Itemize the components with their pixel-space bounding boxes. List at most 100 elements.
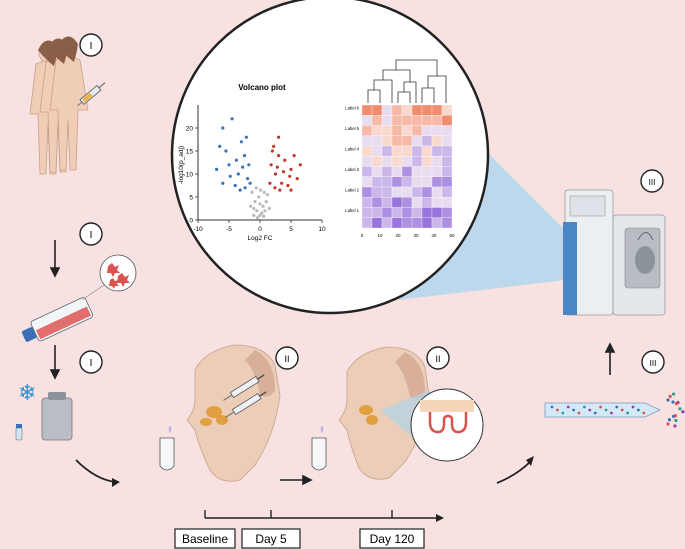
volcano-point <box>239 140 243 144</box>
volcano-point <box>241 165 245 169</box>
heatmap-cell <box>391 176 403 188</box>
heatmap-cell <box>371 166 383 177</box>
step-marker-4: II <box>284 354 289 364</box>
heatmap-cell <box>391 145 403 157</box>
heatmap-row-label: Label 1 <box>345 208 359 213</box>
heatmap-cell <box>401 197 413 208</box>
mass-spectrometer <box>563 189 666 316</box>
volcano-x-tick-label: -10 <box>193 226 203 233</box>
heatmap-cell <box>431 186 443 198</box>
volcano-point <box>264 200 268 204</box>
heatmap-cell <box>371 145 383 157</box>
volcano-y-label: -log10(p_adj) <box>178 146 185 184</box>
volcano-x-label: Log2 FC <box>248 235 273 242</box>
heatmap-cell <box>441 186 453 198</box>
volcano-point <box>236 172 240 176</box>
volcano-point <box>268 181 272 185</box>
volcano-point <box>224 149 228 153</box>
heatmap-cell <box>381 166 393 177</box>
heatmap-cell <box>411 197 423 208</box>
volcano-point <box>283 158 287 162</box>
heatmap-cell <box>421 186 433 198</box>
flow-arrows-left <box>49 240 61 380</box>
heatmap-cell <box>361 176 373 188</box>
volcano-point <box>286 183 290 188</box>
heatmap-cell <box>381 135 393 147</box>
patients-illustration <box>29 36 106 175</box>
volcano-y-tick-label: 0 <box>189 218 193 225</box>
volcano-y-tick-label: 10 <box>186 172 194 179</box>
volcano-point <box>215 167 219 171</box>
volcano-point <box>262 190 266 194</box>
heatmap-cell <box>381 207 393 218</box>
heatmap-cell <box>391 166 403 177</box>
volcano-point <box>281 170 286 174</box>
volcano-point <box>259 188 263 192</box>
heatmap-row-label: Label 5 <box>345 126 359 131</box>
heatmap-cell <box>401 115 413 126</box>
volcano-point <box>250 190 254 194</box>
volcano-point <box>272 144 276 148</box>
heatmap-cell <box>431 115 443 126</box>
lc-column <box>544 392 685 428</box>
heatmap-x-tick-label: 0 <box>361 233 364 238</box>
volcano-point <box>262 214 266 218</box>
heatmap-cell <box>441 197 453 208</box>
heatmap-cell <box>411 207 423 218</box>
heatmap-cell <box>361 197 373 208</box>
heatmap-cell <box>401 186 413 198</box>
step-marker-6: III <box>649 178 656 187</box>
heatmap-cell <box>431 217 443 229</box>
heatmap-cell <box>411 186 423 198</box>
heatmap-cell <box>421 135 433 147</box>
heatmap-cell <box>431 197 443 208</box>
heatmap-cell <box>391 104 403 116</box>
volcano-point <box>230 117 234 121</box>
heatmap-cell <box>421 207 433 218</box>
volcano-point <box>273 172 278 176</box>
heatmap-cell <box>431 145 443 157</box>
volcano-point <box>254 186 258 190</box>
heatmap-cell <box>421 145 433 157</box>
heatmap-cell <box>431 176 443 188</box>
heatmap-cell <box>361 156 373 167</box>
heatmap-cell <box>431 166 443 177</box>
heatmap-cell <box>391 197 403 208</box>
heatmap-cell <box>361 135 373 147</box>
heatmap-cell <box>401 135 413 147</box>
heatmap-cell <box>411 166 423 177</box>
heatmap-cell <box>361 115 373 126</box>
heatmap-cell <box>391 135 403 147</box>
heatmap-cell <box>401 217 413 229</box>
volcano-point <box>242 154 247 158</box>
volcano-point <box>269 163 273 167</box>
timeline-label-day5: Day 5 <box>255 532 287 546</box>
volcano-point <box>243 186 247 190</box>
heatmap-cell <box>441 217 453 229</box>
heatmap-cell <box>371 176 383 188</box>
heatmap-cell <box>411 156 423 167</box>
heatmap-cell <box>421 217 433 229</box>
heatmap-cell <box>391 186 403 198</box>
volcano-point <box>292 154 296 158</box>
step-marker-5: II <box>435 354 440 364</box>
heatmap-cell <box>381 145 393 157</box>
heatmap-cell <box>421 115 433 126</box>
heatmap-cell <box>371 207 383 218</box>
heatmap-cell <box>401 125 413 136</box>
volcano-point <box>233 183 237 188</box>
heatmap-cell <box>381 197 393 208</box>
volcano-y-tick-label: 15 <box>186 149 194 156</box>
volcano-point <box>246 177 250 181</box>
volcano-point <box>280 181 284 185</box>
volcano-x-tick-label: 0 <box>258 226 262 233</box>
cell-culture-flask <box>21 254 137 342</box>
heatmap-cell <box>391 207 403 218</box>
volcano-point <box>257 195 261 199</box>
heatmap-cell <box>391 156 403 167</box>
volcano-x-tick-label: 5 <box>289 226 293 233</box>
heatmap-row-label: Label 2 <box>345 187 359 192</box>
timeline-label-day120: Day 120 <box>370 532 415 546</box>
